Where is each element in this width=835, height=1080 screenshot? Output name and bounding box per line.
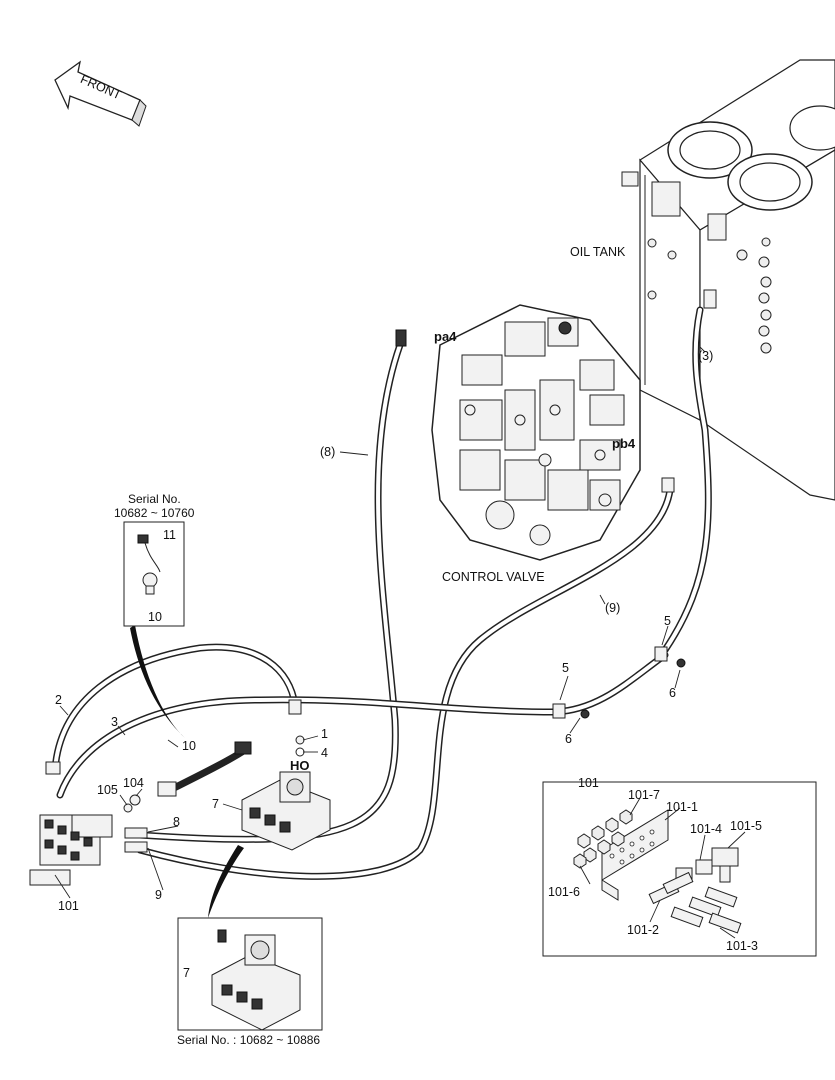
fitting-1 (288, 699, 302, 715)
leader-lines (54, 346, 706, 899)
callout-6-left: 6 (565, 732, 572, 746)
inset-101-callout-4: 101-4 (690, 822, 722, 836)
fitting-pb4 (661, 477, 675, 493)
inset-101-callout-6: 101-6 (548, 885, 580, 899)
callout-1: 1 (321, 727, 328, 741)
part-4 (295, 747, 305, 757)
fitting-2 (45, 761, 61, 775)
fitting-9 (124, 841, 148, 853)
bolt-left (580, 709, 590, 719)
inset-101-callout-2: 101-2 (627, 923, 659, 937)
inset-valve-serial: Serial No. : 10682 ~ 10886 (177, 1033, 320, 1047)
inset-101-title: 101 (578, 776, 599, 790)
fitting-8 (124, 827, 148, 839)
inset-101-callout-3: 101-3 (726, 939, 758, 953)
callout-7: 7 (212, 797, 219, 811)
callout-105: 105 (97, 783, 118, 797)
hose-9-label: (9) (605, 601, 620, 615)
part-105 (123, 803, 133, 813)
inset-101-callout-1: 101-1 (666, 800, 698, 814)
inset-serial-callout-10: 10 (148, 610, 162, 624)
control-valve-label: CONTROL VALVE (442, 570, 545, 584)
callout-2: 2 (55, 693, 62, 707)
callout-9: 9 (155, 888, 162, 902)
inset-serial-title: Serial No. (128, 492, 181, 506)
fitting-pa4 (395, 329, 407, 347)
callout-5-right: 5 (664, 614, 671, 628)
callout-8: 8 (173, 815, 180, 829)
callout-101: 101 (58, 899, 79, 913)
front-arrow: FRONT (54, 60, 147, 127)
port-pa4-label: pa4 (434, 329, 457, 344)
sensor-10 (157, 781, 177, 797)
inset-valve: 7 Serial No. : 10682 ~ 10886 (177, 917, 323, 1047)
inset-serial-sensor: Serial No. 10682 ~ 10760 11 10 (114, 492, 195, 627)
port-ho-label: HO (290, 758, 310, 773)
block-101 (29, 814, 113, 886)
inset-valve-callout-7: 7 (183, 966, 190, 980)
hose-3-label: (3) (698, 349, 713, 363)
inset-serial-range: 10682 ~ 10760 (114, 506, 195, 520)
callout-3: 3 (111, 715, 118, 729)
callout-104: 104 (123, 776, 144, 790)
bolt-right (676, 658, 686, 668)
clamp-left (552, 703, 566, 719)
oil-tank-label: OIL TANK (570, 245, 626, 259)
inset-101-callout-7: 101-7 (628, 788, 660, 802)
control-valve: CONTROL VALVE (431, 304, 641, 584)
connector-10 (234, 741, 252, 755)
callout-4: 4 (321, 746, 328, 760)
inset-101-callout-5: 101-5 (730, 819, 762, 833)
inset-serial-callout-11: 11 (163, 528, 176, 542)
callout-10: 10 (182, 739, 196, 753)
solenoid-valve-7 (241, 771, 331, 851)
fitting-tank (703, 289, 717, 309)
callout-6-right: 6 (669, 686, 676, 700)
port-pb4-label: pb4 (612, 436, 636, 451)
hose-8-label: (8) (320, 445, 335, 459)
inset-101: 101 (542, 776, 817, 957)
swoosh-inset-bottom (208, 845, 244, 918)
callout-5-left: 5 (562, 661, 569, 675)
swoosh-inset-top (130, 625, 185, 738)
clamp-right (654, 646, 668, 662)
part-104 (129, 794, 141, 806)
oil-tank: OIL TANK (570, 59, 835, 501)
part-1 (295, 735, 305, 745)
